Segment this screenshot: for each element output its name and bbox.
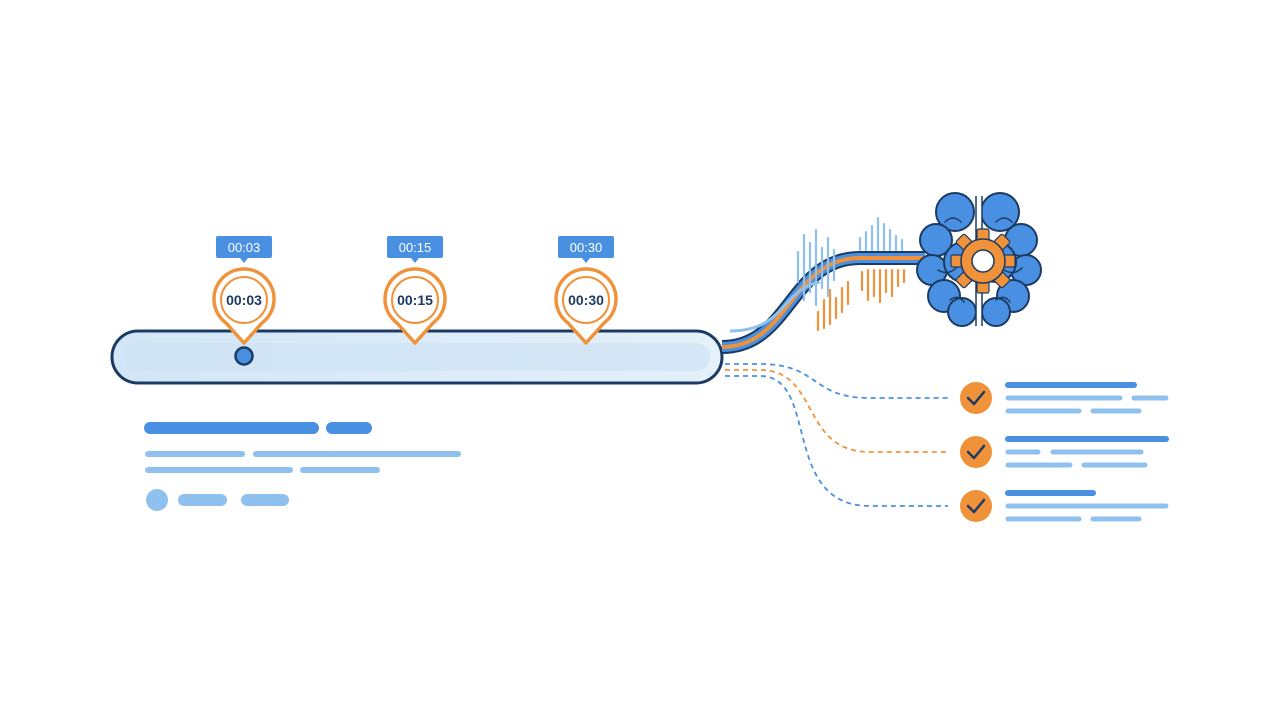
check-icon [960, 382, 992, 414]
timestamp-pin-label: 00:30 [568, 292, 604, 308]
playhead-handle[interactable] [234, 346, 254, 366]
check-icon [960, 490, 992, 522]
dashed-connectors [725, 363, 948, 507]
timestamp-pin-label: 00:03 [226, 292, 262, 308]
timestamp-tag-label: 00:30 [570, 240, 603, 255]
timestamp-tag-label: 00:03 [228, 240, 261, 255]
description-placeholder [144, 422, 461, 511]
map-pin-icon: 00:30 [554, 267, 618, 345]
timeline-track[interactable] [110, 329, 724, 385]
map-pin-icon: 00:15 [383, 267, 447, 345]
timestamp-tag: 00:15 [387, 236, 443, 263]
map-pin-icon: 00:03 [212, 267, 276, 345]
timestamp-marker[interactable]: 00:03 00:03 [212, 236, 276, 345]
timestamp-tag: 00:30 [558, 236, 614, 263]
orange-waveform [816, 268, 906, 332]
brain-gear-icon [916, 192, 1042, 327]
avatar [146, 489, 168, 511]
gear-icon [950, 228, 1016, 294]
check-icon [960, 436, 992, 468]
result-item [960, 382, 1169, 414]
blue-waveform [796, 216, 904, 307]
timestamp-marker[interactable]: 00:30 00:30 [554, 236, 618, 345]
timestamp-tag-label: 00:15 [399, 240, 432, 255]
timestamp-tag: 00:03 [216, 236, 272, 263]
result-item [960, 490, 1169, 522]
result-item [960, 436, 1169, 468]
timestamp-pin-label: 00:15 [397, 292, 433, 308]
data-cable [721, 251, 925, 354]
timestamp-marker[interactable]: 00:15 00:15 [383, 236, 447, 345]
